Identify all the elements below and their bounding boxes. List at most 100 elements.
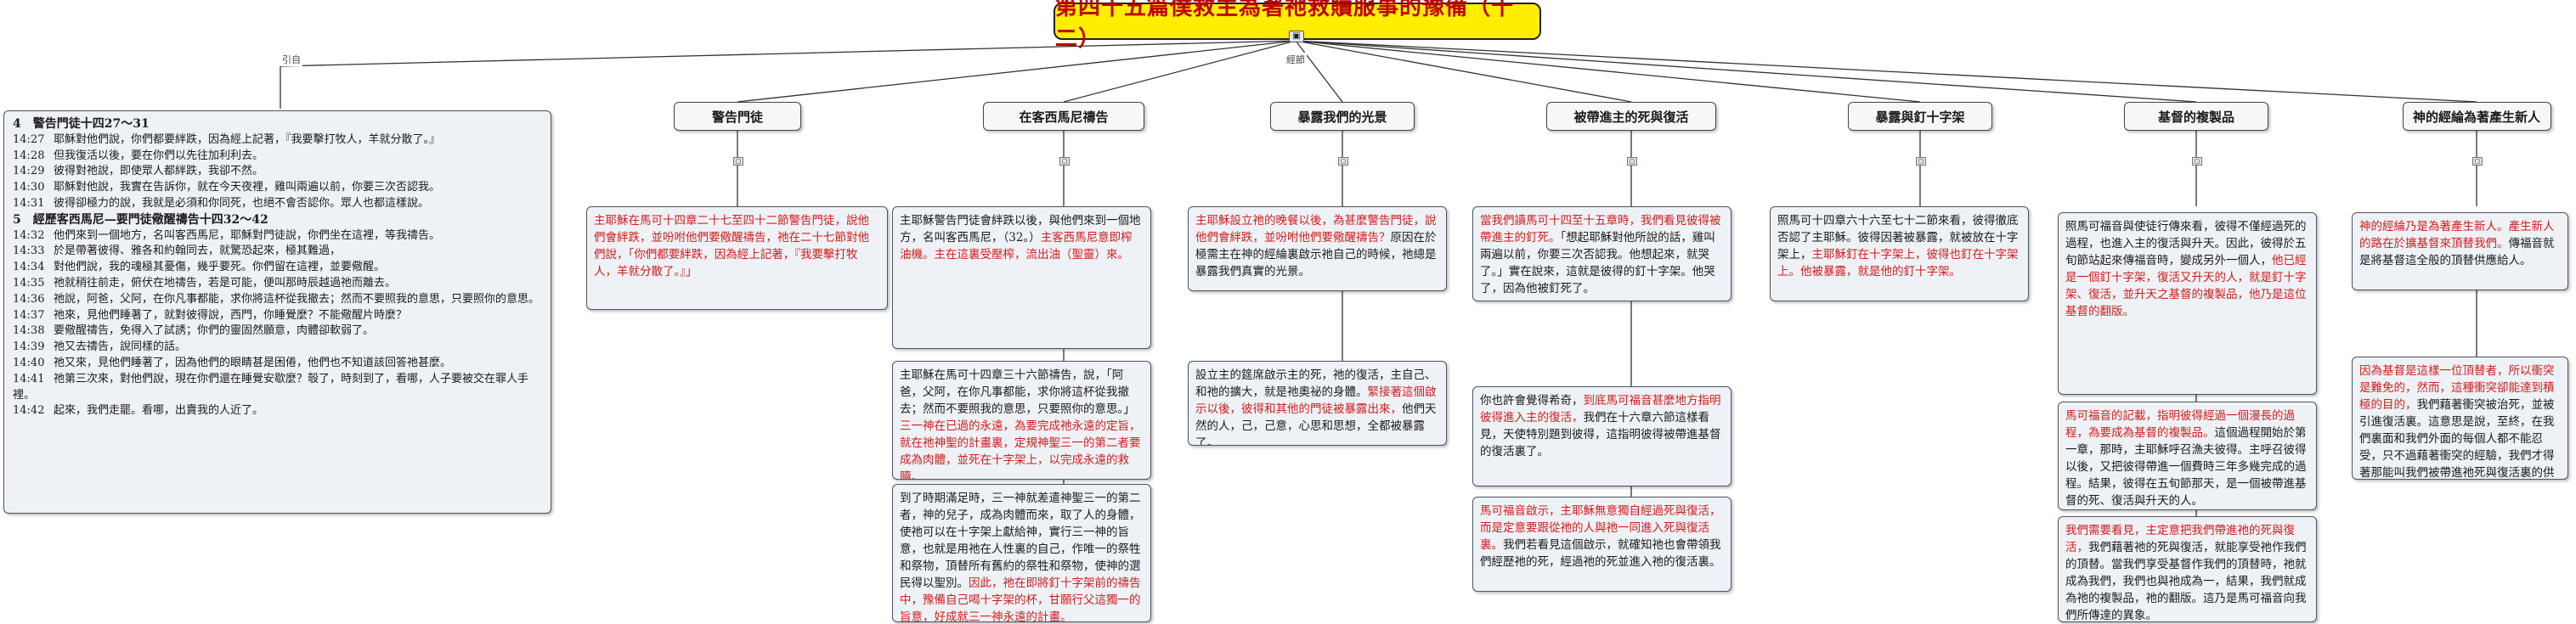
verse-text: 祂說，阿爸，父阿，在你凡事都能，求你將這杯從我撤去；然而不要照我的意思，只要照你… — [54, 292, 540, 306]
note-text: 你也許會覺得希奇， — [1480, 394, 1584, 408]
highlight-text: 神的經綸乃是為著產生新人。產生新人的路在於擴基督來頂替我們。 — [2359, 220, 2555, 250]
verse-ref: 14:41 — [13, 372, 45, 385]
note-card[interactable]: 主耶穌設立祂的晚餐以後，為甚麼警告門徒，說他們會絆跌，並吩咐他們要儆醒禱告？原因… — [1188, 206, 1447, 291]
verse-ref: 14:38 — [13, 324, 45, 338]
connector-line — [1295, 40, 1632, 103]
verse-text: 耶穌對他們說，你們都要絆跌，因為經上記著，『我要擊打牧人，羊就分散了。』 — [54, 132, 441, 146]
scripture-section-heading: 4 警告門徒十四27～31 — [13, 117, 150, 131]
highlight-text: 主客西馬尼意即榨油機。主在這裏受壓榨，流出油（聖靈）來。 — [900, 231, 1133, 261]
verse-text: 要儆醒禱告，免得入了試誘；你們的靈固然願意，肉體卻軟弱了。 — [54, 324, 375, 338]
scripture-section-heading: 5 經歷客西馬尼—要門徒儆醒禱告十四32～42 — [13, 212, 268, 227]
highlight-text: 因為基督是這樣一位頂替者，所以衝突是難免的，然而，這種衝突卻能達到積極的目的， — [2359, 364, 2555, 412]
note-text: 照馬可福音與使徒行傳來看，彼得不僅經過死的過程，也進入主的復活與升天。因此，彼得… — [2065, 220, 2307, 267]
note-text: 到了時期滿足時，三一神就差遣神聖三一的第二者，神的兒子，成為肉體而來，取了人的身… — [900, 492, 1141, 590]
highlight-text: 他已經是一個釘十字架，復活又升天的人，就是釘十字架、復活，並升天之基督的複製品，… — [2065, 254, 2307, 318]
highlight-text: 三一神在已過的永遠，為要完成祂永遠的定旨，就在祂神聖的計畫裏，定規神聖三一的第二… — [900, 419, 1141, 480]
connector-line — [280, 40, 1296, 67]
verse-ref: 14:40 — [13, 356, 45, 369]
verse-text: 彼得對祂說，即使眾人都絆跌，我卻不然。 — [54, 165, 264, 178]
connector-line — [737, 40, 1296, 103]
highlight-text: 主耶穌釘在十字架上，彼得也釘在十字架上。他被暴露，就是他的釘十字架。 — [1777, 248, 2019, 278]
verse-text: 於是帶著彼得、雅各和約翰同去，就驚恐起來，極其難過， — [54, 245, 342, 258]
note-card[interactable]: 神的經綸乃是為著產生新人。產生新人的路在於擴基督來頂替我們。傳福音就是將基督這全… — [2352, 212, 2568, 290]
verse-ref: 14:37 — [13, 308, 45, 322]
link-label-right: 經節 — [1285, 53, 1307, 66]
note-card[interactable]: 當我們讀馬可十四至十五章時，我們看見彼得被帶進主的釘死。「想起耶穌對他所說的話，… — [1472, 206, 1731, 301]
verse-text: 祂又去禱告，說同樣的話。 — [54, 340, 187, 354]
verse-line: 14:38 要儆醒禱告，免得入了試誘；你們的靈固然願意，肉體卻軟弱了。 — [13, 323, 542, 340]
note-card[interactable]: 你也許會覺得希奇，到底馬可福音甚麼地方指明彼得進入主的復活，我們在十六章六節這樣… — [1472, 386, 1731, 486]
note-card[interactable]: 馬可福音啟示，主耶穌無意獨自經過死與復活，而是定意要跟從祂的人與祂一同進入死與復… — [1472, 497, 1731, 592]
note-card[interactable]: 主耶穌警告門徒會絆跌以後，與他們來到一個地方，名叫客西馬尼，（32。）主客西馬尼… — [892, 206, 1151, 349]
note-card[interactable]: 照馬可十四章六十六至七十二節來看，彼得徹底否認了主耶穌。彼得因著被暴露，就被放在… — [1770, 206, 2029, 301]
verse-ref: 14:33 — [13, 245, 45, 258]
verse-ref: 14:29 — [13, 165, 45, 178]
note-card[interactable]: 馬可福音的記載，指明彼得經過一個漫長的過程，為要成為基督的複製品。這個過程開始於… — [2058, 402, 2317, 510]
verse-ref: 14:36 — [13, 292, 45, 306]
verse-line: 14:40 祂又來，見他們睡著了，因為他們的眼睛甚是困倦，他們也不知道該回答祂甚麼… — [13, 356, 542, 372]
link-handle-icon[interactable]: ▢ — [733, 157, 743, 166]
note-text: 傳福音就是將基督這全般的頂替供應給人。 — [2359, 237, 2555, 267]
root-topic[interactable]: 第四十五篇僕救主為著祂救贖服事的豫備（十二） — [1054, 0, 1541, 52]
note-card[interactable]: 照馬可福音與使徒行傳來看，彼得不僅經過死的過程，也進入主的復活與升天。因此，彼得… — [2058, 212, 2317, 395]
link-handle-icon[interactable]: ▢ — [1627, 157, 1637, 166]
verse-ref: 14:30 — [13, 181, 45, 194]
highlight-text: 因此，祂在即將釘十字架前的禱告中，豫備自己喝十字架的杯，甘願行父這獨一的旨意，好… — [900, 576, 1141, 622]
highlight-text: 主耶穌在馬可十四章二十七至四十二節警告門徒，說他們會絆跌，並吩咐他們要儆醒禱告，… — [594, 214, 869, 278]
verse-ref: 14:31 — [13, 196, 45, 210]
note-text: 我們藉著衝突被治死，並被引進復活裏。這意思是說，至終，在我們裏面和我們外面的每個… — [2359, 398, 2555, 480]
connector-line — [1063, 40, 1296, 103]
topic-node[interactable]: 基督的複製品 — [2124, 102, 2268, 131]
verse-text: 祂來，見他們睡著了，就對彼得說，西門，你睡覺麼？不能儆醒片時麼？ — [54, 308, 408, 322]
note-card[interactable]: 因為基督是這樣一位頂替者，所以衝突是難免的，然而，這種衝突卻能達到積極的目的，我… — [2352, 357, 2568, 480]
connector-line — [1295, 40, 2477, 103]
link-handle-icon[interactable]: ▢ — [1338, 157, 1348, 166]
topic-node[interactable]: 神的經綸為著產生新人 — [2402, 102, 2551, 131]
link-handle-icon[interactable]: ▢ — [1059, 157, 1070, 166]
verse-text: 彼得卻極力的說，我就是必須和你同死，也絕不會否認你。眾人也都這樣說。 — [54, 196, 430, 210]
topic-node[interactable]: 暴露我們的光景 — [1270, 102, 1415, 131]
verse-text: 對他們說，我的魂極其憂傷，幾乎要死。你們留在這裡，並要儆醒。 — [54, 261, 386, 274]
note-card[interactable]: 主耶穌在馬可十四章二十七至四十二節警告門徒，說他們會絆跌，並吩咐他們要儆醒禱告，… — [586, 206, 888, 310]
note-card[interactable]: 主耶穌在馬可十四章三十六節禱告，說，「阿爸，父阿，在你凡事都能，求你將這杯從我撤… — [892, 361, 1151, 480]
topic-node[interactable]: 在客西馬尼禱告 — [983, 102, 1144, 131]
note-text: 設立主的筵席啟示主的死，祂的復活，主自己、和祂的擴大，就是祂奧祕的身體。 — [1195, 368, 1437, 399]
link-handle-icon[interactable]: ▢ — [1916, 157, 1926, 166]
verse-text: 祂又來，見他們睡著了，因為他們的眼睛甚是困倦，他們也不知道該回答祂甚麼。 — [54, 356, 452, 369]
collapse-handle-icon[interactable]: ▣ — [1289, 31, 1304, 42]
verse-text: 起來，我們走罷。看哪，出賣我的人近了。 — [54, 404, 264, 418]
verse-text: 他們來到一個地方，名叫客西馬尼，耶穌對門徒說，你們坐在這裡，等我禱告。 — [54, 228, 441, 242]
verse-line: 14:29 彼得對祂說，即使眾人都絆跌，我卻不然。 — [13, 164, 542, 180]
highlight-text: 我們需要看見，主定意把我們帶進祂的死與復活， — [2065, 524, 2295, 554]
link-handle-icon[interactable]: ▢ — [2472, 157, 2483, 166]
connector-line — [1295, 40, 2197, 103]
note-text: 我們藉著祂的死與復活，就能享受祂作我們的頂替。當我們享受基督作我們的頂替時，祂就… — [2065, 541, 2307, 622]
topic-node[interactable]: 暴露與釘十字架 — [1848, 102, 1992, 131]
verse-text: 但我復活以後，要在你們以先往加利利去。 — [54, 149, 264, 162]
note-card[interactable]: 設立主的筵席啟示主的死，祂的復活，主自己、和祂的擴大，就是祂奧祕的身體。緊接著這… — [1188, 361, 1447, 446]
note-card[interactable]: 我們需要看見，主定意把我們帶進祂的死與復活，我們藉著祂的死與復活，就能享受祂作我… — [2058, 516, 2317, 622]
connector-line — [1295, 40, 1921, 103]
verse-line: 14:36 祂說，阿爸，父阿，在你凡事都能，求你將這杯從我撤去；然而不要照我的意思… — [13, 292, 542, 308]
note-card[interactable]: 到了時期滿足時，三一神就差遣神聖三一的第二者，神的兒子，成為肉體而來，取了人的身… — [892, 484, 1151, 622]
highlight-text: 到底馬可福音甚麼地方指明彼得進入主的復活， — [1480, 394, 1721, 424]
note-text: 這個過程開始於第一章，那時，主耶穌呼召漁夫彼得。主呼召彼得以後，又把彼得帶進一個… — [2065, 426, 2307, 508]
note-text: 主耶穌在馬可十四章三十六節禱告，說，「阿爸，父阿，在你凡事都能，求你將這杯從我撤… — [900, 368, 1135, 416]
verse-text: 祂就稍往前走，俯伏在地禱告，若是可能，便叫那時辰越過祂而離去。 — [54, 276, 397, 290]
note-text: 照馬可十四章六十六至七十二節來看，彼得徹底否認了主耶穌。彼得因著被暴露，就被放在… — [1777, 214, 2019, 261]
note-text: 我們在十六章六節這樣看見，天使特別題到彼得，這指明彼得被帶進基督的復活裏了。 — [1480, 411, 1721, 458]
topic-node[interactable]: 被帶進主的死與復活 — [1546, 102, 1716, 131]
verse-line: 14:37 祂來，見他們睡著了，就對彼得說，西門，你睡覺麼？不能儆醒片時麼？ — [13, 308, 542, 324]
topic-node[interactable]: 警告門徒 — [674, 102, 801, 131]
link-handle-icon[interactable]: ▢ — [2192, 157, 2202, 166]
note-text: 我們若看見這個啟示，就確知祂也會帶領我們經歷祂的死，經過祂的死並進入祂的復活裏。 — [1480, 538, 1721, 569]
highlight-text: 緊接著這個啟示以後，彼得和其他的門徒被暴露出來， — [1195, 385, 1437, 416]
